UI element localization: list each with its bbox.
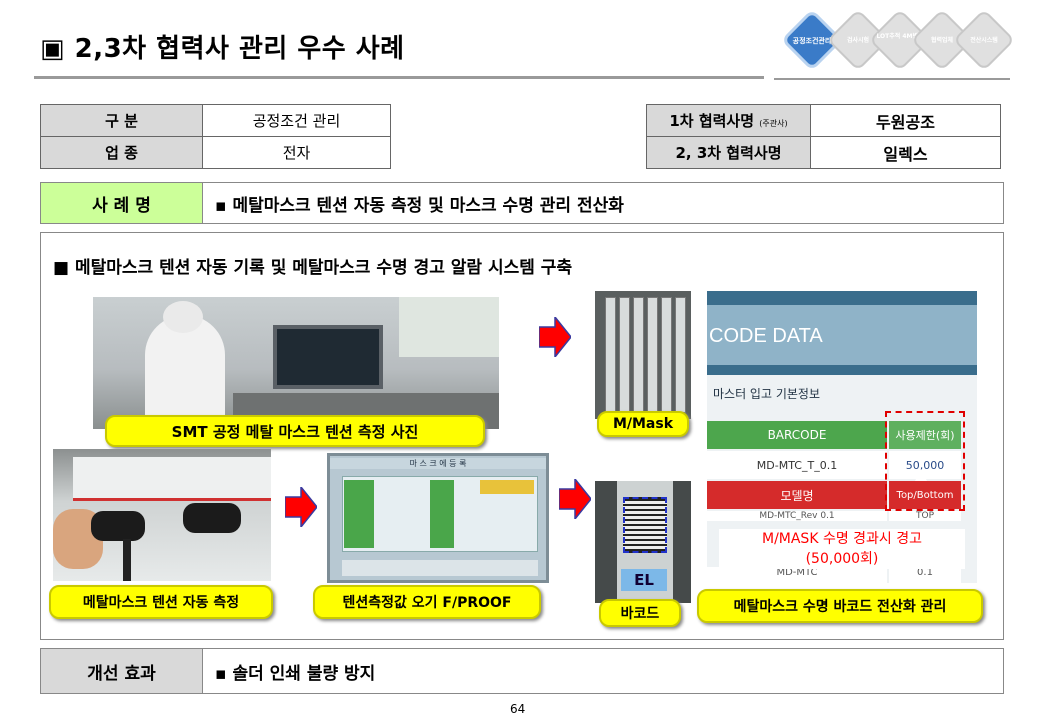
barcode-value-cell: MD-MTC_T_0.1 <box>707 451 887 479</box>
barcode-caption: 바코드 <box>599 599 681 627</box>
limit-highlight-box <box>885 411 965 511</box>
nav-label-2: 검사시험 <box>846 37 870 44</box>
nav-label-1: 공정조건관리 <box>792 37 832 45</box>
barcode-sticker <box>623 497 667 553</box>
nav-label-4: 협력업체 <box>930 37 954 44</box>
page-title: ▣ 2,3차 협력사 관리 우수 사례 <box>40 34 405 64</box>
case-name-label: 사 례 명 <box>41 183 203 223</box>
top-value-cell: TOP <box>889 511 961 521</box>
warning-line-1: M/MASK 수명 경과시 경고 <box>761 531 923 547</box>
main-heading: ■ 메탈마스크 텐션 자동 기록 및 메탈마스크 수명 경고 알람 시스템 구축 <box>53 258 573 278</box>
worker-head <box>163 301 203 333</box>
window-back <box>399 297 499 357</box>
title-divider-right <box>774 78 1010 80</box>
tension-auto-caption: 메탈마스크 텐션 자동 측정 <box>49 585 273 619</box>
warning-line-2: (50,000회) <box>805 551 879 567</box>
smt-photo-caption: SMT 공정 메탈 마스크 텐션 측정 사진 <box>105 415 485 447</box>
arrow-right-icon-1 <box>539 317 571 357</box>
tension-gauge-2 <box>183 503 241 533</box>
mmask-caption: M/Mask <box>597 411 689 437</box>
title-divider <box>34 76 764 79</box>
industry-value: 전자 <box>202 136 391 169</box>
screen-header-bar <box>707 305 977 365</box>
nav-label-5: 전산시스템 <box>970 37 998 44</box>
first-supplier-label-small: (주관사) <box>759 119 788 128</box>
fproof-caption: 텐션측정값 오기 F/PROOF <box>313 585 541 619</box>
code-data-text: CODE DATA <box>709 325 823 347</box>
fproof-title-text: 마 스 크 에 등 록 <box>330 458 546 469</box>
page-number: 64 <box>510 702 526 716</box>
mask-plate-6 <box>675 297 686 413</box>
mmask-rack-photo <box>595 291 691 419</box>
main-content: ■ 메탈마스크 텐션 자동 기록 및 메탈마스크 수명 경고 알람 시스템 구축… <box>40 232 1004 640</box>
mask-barcode-photo: EL <box>595 481 691 603</box>
nav-label-3: LOT추적 4M변경 <box>876 33 924 40</box>
first-supplier-label: 1차 협력사명 (주관사) <box>646 104 811 137</box>
worker-figure <box>145 315 225 429</box>
mask-plate-1 <box>605 297 616 413</box>
industry-label: 업 종 <box>40 136 203 169</box>
first-supplier-label-text: 1차 협력사명 <box>669 112 755 130</box>
info-table-right: 1차 협력사명 (주관사) 두원공조 2, 3차 협력사명 일렉스 <box>646 104 1001 169</box>
category-value: 공정조건 관리 <box>202 104 391 137</box>
model-value-cell: Top/Bottom <box>889 481 961 509</box>
md-value-cell: MD-MTC <box>707 567 887 583</box>
barcode-system-caption: 메탈마스크 수명 바코드 전산화 관리 <box>697 589 983 623</box>
effect-label: 개선 효과 <box>41 649 203 693</box>
el-tag: EL <box>621 569 667 591</box>
process-nav: 공정조건관리 검사시험 LOT추적 4M변경 협력업체 전산시스템 <box>774 4 1016 76</box>
first-supplier-value: 두원공조 <box>810 104 1001 137</box>
fproof-col-2 <box>430 480 454 548</box>
info-table-left: 구 분 공정조건 관리 업 종 전자 <box>40 104 391 169</box>
second-supplier-value: 일렉스 <box>810 136 1001 169</box>
case-name-text: ▪ 메탈마스크 텐션 자동 측정 및 마스크 수명 관리 전산화 <box>215 195 624 216</box>
tension-gauge-1 <box>91 511 145 541</box>
barcode-header-cell: BARCODE <box>707 421 887 449</box>
fproof-screen-photo: 마 스 크 에 등 록 <box>327 453 549 583</box>
info-title-text: 마스터 입고 기본정보 <box>713 387 820 401</box>
second-supplier-label: 2, 3차 협력사명 <box>646 136 811 169</box>
limit-header-cell: 사용제한(회) <box>889 421 961 449</box>
mask-plate-3 <box>633 297 644 413</box>
gauge-cable <box>123 539 131 581</box>
model-header-cell: 모델명 <box>707 481 887 509</box>
warning-text: M/MASK 수명 경과시 경고 (50,000회) <box>719 529 965 569</box>
arrow-right-icon-2 <box>285 487 317 527</box>
mask-plate-2 <box>619 297 630 413</box>
arrow-right-icon-3 <box>559 479 591 519</box>
smt-worker-photo <box>93 297 499 429</box>
tension-measure-photo <box>53 449 271 581</box>
effect-row: 개선 효과 ▪ 솔더 인쇄 불량 방지 <box>40 648 1004 694</box>
effect-text: ▪ 솔더 인쇄 불량 방지 <box>215 663 376 684</box>
fproof-col-3 <box>480 480 534 494</box>
mask-plate-4 <box>647 297 658 413</box>
machine-panel <box>73 457 271 501</box>
case-name-row: 사 례 명 ▪ 메탈마스크 텐션 자동 측정 및 마스크 수명 관리 전산화 <box>40 182 1004 224</box>
fproof-footer <box>342 560 538 576</box>
mask-plate-5 <box>661 297 672 413</box>
md-num-cell: 0.1 <box>889 567 961 583</box>
category-label: 구 분 <box>40 104 203 137</box>
cursor-icon <box>915 469 927 481</box>
fproof-col-1 <box>344 480 374 548</box>
monitor <box>273 325 383 389</box>
rev-value-cell: MD-MTC_Rev 0.1 <box>707 511 887 521</box>
